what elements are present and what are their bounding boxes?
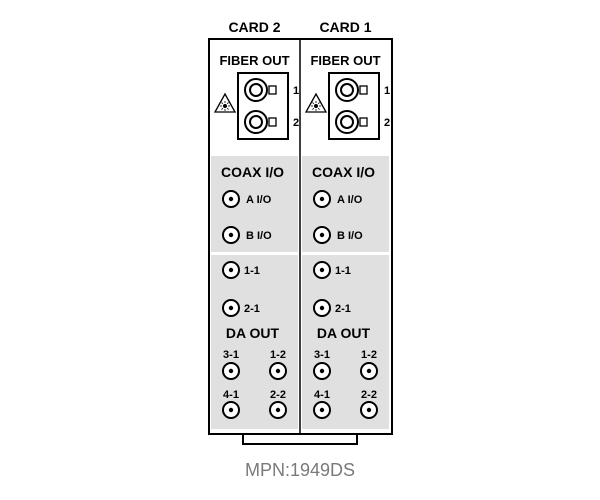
panel-bottom-tab bbox=[242, 434, 358, 445]
da-port-2-2[interactable] bbox=[360, 401, 378, 419]
da-port-label: 2-2 bbox=[361, 389, 377, 401]
fiber-port-label: 1 bbox=[293, 85, 299, 97]
da-port-1-2[interactable] bbox=[360, 362, 378, 380]
input-port-1-1[interactable] bbox=[222, 261, 240, 279]
coax-port-label: B I/O bbox=[246, 230, 272, 242]
coax-port-a[interactable] bbox=[313, 190, 331, 208]
coax-port-b[interactable] bbox=[313, 226, 331, 244]
card-title: CARD 2 bbox=[228, 19, 280, 35]
fiber-port-1[interactable] bbox=[244, 78, 277, 102]
da-out-label: DA OUT bbox=[226, 325, 280, 341]
fiber-port-label: 2 bbox=[384, 117, 390, 129]
input-port-label: 1-1 bbox=[244, 265, 260, 277]
da-port-label: 4-1 bbox=[314, 389, 330, 401]
input-port-label: 2-1 bbox=[335, 303, 351, 315]
da-port-label: 3-1 bbox=[223, 349, 239, 361]
fiber-port-label: 1 bbox=[384, 85, 390, 97]
da-section bbox=[302, 255, 389, 429]
coax-port-label: A I/O bbox=[337, 194, 363, 206]
da-port-label: 2-2 bbox=[270, 389, 286, 401]
input-port-2-1[interactable] bbox=[222, 299, 240, 317]
mpn-label: MPN:1949DS bbox=[245, 460, 355, 480]
card-title: CARD 1 bbox=[319, 19, 371, 35]
da-port-4-1[interactable] bbox=[222, 401, 240, 419]
coax-port-label: B I/O bbox=[337, 230, 363, 242]
input-port-label: 1-1 bbox=[335, 265, 351, 277]
fiber-out-label: FIBER OUT bbox=[310, 53, 380, 68]
fiber-out-label: FIBER OUT bbox=[219, 53, 289, 68]
coax-port-label: A I/O bbox=[246, 194, 272, 206]
da-port-label: 4-1 bbox=[223, 389, 239, 401]
da-section bbox=[211, 255, 298, 429]
da-port-1-2[interactable] bbox=[269, 362, 287, 380]
da-port-label: 1-2 bbox=[361, 349, 377, 361]
laser-warning-icon bbox=[304, 92, 328, 113]
coax-port-b[interactable] bbox=[222, 226, 240, 244]
da-port-label: 1-2 bbox=[270, 349, 286, 361]
da-port-3-1[interactable] bbox=[313, 362, 331, 380]
coax-port-a[interactable] bbox=[222, 190, 240, 208]
da-out-label: DA OUT bbox=[317, 325, 371, 341]
fiber-port-2[interactable] bbox=[335, 110, 368, 134]
da-port-2-2[interactable] bbox=[269, 401, 287, 419]
coax-io-label: COAX I/O bbox=[312, 164, 375, 180]
fiber-port-2[interactable] bbox=[244, 110, 277, 134]
da-port-label: 3-1 bbox=[314, 349, 330, 361]
fiber-port-label: 2 bbox=[293, 117, 299, 129]
da-port-3-1[interactable] bbox=[222, 362, 240, 380]
input-port-1-1[interactable] bbox=[313, 261, 331, 279]
laser-warning-icon bbox=[213, 92, 237, 113]
input-port-2-1[interactable] bbox=[313, 299, 331, 317]
da-port-4-1[interactable] bbox=[313, 401, 331, 419]
coax-io-label: COAX I/O bbox=[221, 164, 284, 180]
input-port-label: 2-1 bbox=[244, 303, 260, 315]
fiber-port-1[interactable] bbox=[335, 78, 368, 102]
